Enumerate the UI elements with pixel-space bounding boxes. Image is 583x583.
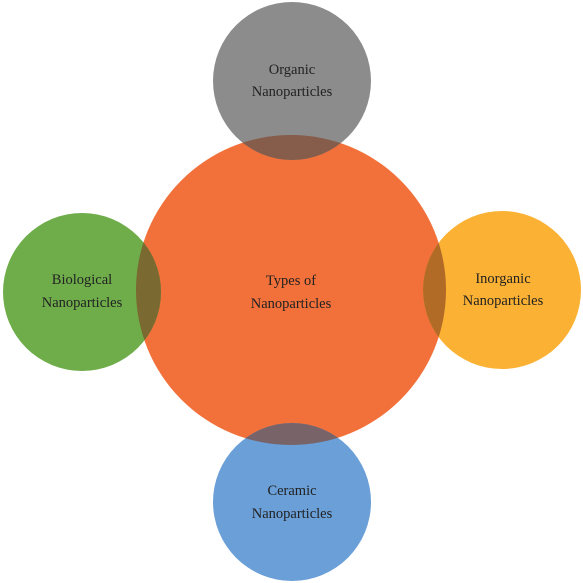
ceramic-label: Ceramic Nanoparticles [252, 483, 333, 522]
organic-label: Organic Nanoparticles [252, 62, 333, 100]
ceramic-circle [213, 423, 371, 581]
center-label-line2: Nanoparticles [251, 296, 332, 312]
inorganic-label: Inorganic Nanoparticles [463, 271, 544, 309]
organic-label-line2: Nanoparticles [252, 84, 333, 100]
center-label-line1: Types of [266, 273, 316, 289]
biological-label-line2: Nanoparticles [42, 295, 123, 311]
inorganic-label-line2: Nanoparticles [463, 293, 544, 309]
biological-label: Biological Nanoparticles [42, 272, 123, 311]
inorganic-label-line1: Inorganic [475, 271, 530, 287]
center-circle [136, 135, 446, 445]
biological-label-line1: Biological [52, 272, 112, 288]
center-label: Types of Nanoparticles [251, 273, 332, 312]
biological-circle [3, 213, 161, 371]
inorganic-circle [423, 211, 581, 369]
organic-label-line1: Organic [269, 62, 315, 78]
ceramic-label-line2: Nanoparticles [252, 506, 333, 522]
organic-circle [213, 2, 371, 160]
ceramic-label-line1: Ceramic [267, 483, 316, 499]
